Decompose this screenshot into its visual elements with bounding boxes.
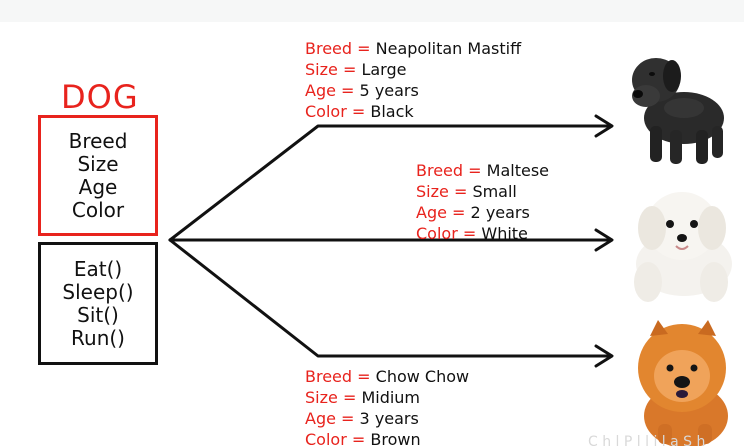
attributes-box: Breed Size Age Color [38, 115, 158, 236]
field-value: Neapolitan Mastiff [375, 39, 522, 58]
attribute-age: Age [78, 174, 118, 199]
field-key: Size [416, 182, 449, 201]
field-key: Breed [416, 161, 464, 180]
field-sep: = [351, 102, 366, 121]
field-value: Small [472, 182, 517, 201]
field-sep: = [342, 60, 357, 79]
field-value: Brown [370, 430, 421, 446]
field-sep: = [357, 39, 371, 58]
field-key: Size [305, 60, 338, 79]
field-value: 3 years [359, 409, 419, 428]
field-value: 2 years [470, 203, 530, 222]
field-sep: = [342, 388, 357, 407]
field-key: Size [305, 388, 338, 407]
white-maltese-puppy-image [634, 192, 732, 302]
field-key: Breed [305, 367, 353, 386]
field-size: Size = Large [305, 59, 521, 80]
field-key: Age [416, 203, 447, 222]
field-value: Maltese [486, 161, 549, 180]
field-color: Color = Black [305, 101, 521, 122]
field-sep: = [468, 161, 482, 180]
field-color: Color = White [416, 223, 549, 244]
field-key: Age [305, 81, 336, 100]
field-value: White [481, 224, 528, 243]
attribute-size: Size [77, 151, 119, 176]
method-run: Run() [71, 325, 125, 350]
attribute-breed: Breed [68, 128, 128, 153]
field-sep: = [351, 430, 366, 446]
method-sit: Sit() [77, 302, 119, 327]
field-sep: = [452, 203, 466, 222]
field-value: Large [361, 60, 407, 79]
instance-mastiff-info: Breed = Neapolitan Mastiff Size = Large … [305, 38, 521, 122]
field-value: Black [370, 102, 414, 121]
field-key: Breed [305, 39, 353, 58]
method-eat: Eat() [73, 256, 123, 281]
field-key: Color [416, 224, 458, 243]
field-breed: Breed = Chow Chow [305, 366, 469, 387]
field-key: Color [305, 102, 347, 121]
field-sep: = [341, 81, 355, 100]
instance-maltese-info: Breed = Maltese Size = Small Age = 2 yea… [416, 160, 549, 244]
arrow-to-maltese [168, 228, 614, 252]
arrow-to-mastiff [168, 114, 614, 242]
field-key: Color [305, 430, 347, 446]
field-age: Age = 2 years [416, 202, 549, 223]
field-size: Size = Small [416, 181, 549, 202]
field-key: Age [305, 409, 336, 428]
top-strip [0, 0, 744, 22]
field-value: Midium [361, 388, 421, 407]
black-mastiff-puppy-image [632, 58, 724, 164]
brown-chow-chow-puppy-image [638, 320, 728, 446]
field-age: Age = 5 years [305, 80, 521, 101]
field-sep: = [462, 224, 477, 243]
field-size: Size = Midium [305, 387, 469, 408]
methods-box: Eat() Sleep() Sit() Run() [38, 242, 158, 365]
arrow-to-chow-chow [168, 238, 614, 368]
watermark: C h l P l l i l a S h [588, 434, 706, 446]
field-age: Age = 3 years [305, 408, 469, 429]
class-title: DOG [61, 78, 139, 116]
attribute-color: Color [71, 197, 125, 222]
field-value: 5 years [359, 81, 419, 100]
field-color: Color = Brown [305, 429, 469, 446]
method-sleep: Sleep() [62, 279, 134, 304]
field-breed: Breed = Maltese [416, 160, 549, 181]
field-value: Chow Chow [375, 367, 470, 386]
field-sep: = [357, 367, 371, 386]
field-sep: = [453, 182, 468, 201]
field-sep: = [341, 409, 355, 428]
instance-chow-chow-info: Breed = Chow Chow Size = Midium Age = 3 … [305, 366, 469, 446]
field-breed: Breed = Neapolitan Mastiff [305, 38, 521, 59]
